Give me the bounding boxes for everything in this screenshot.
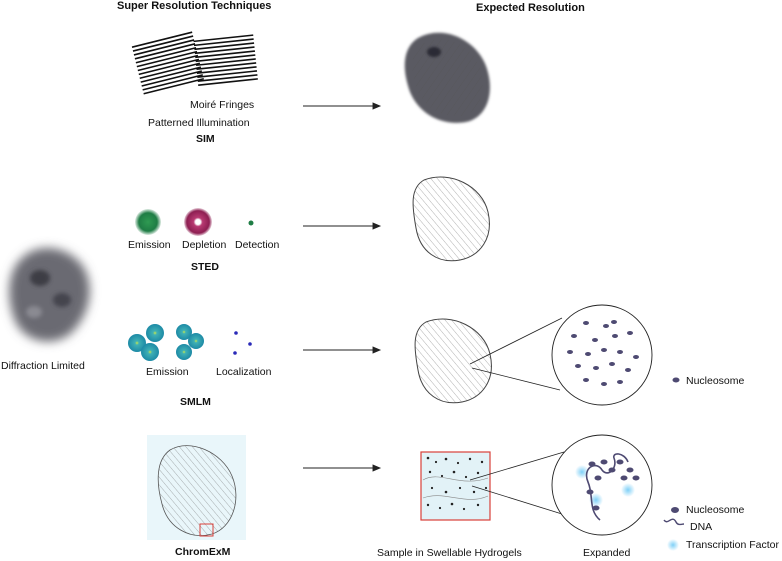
legend-dna-label: DNA	[690, 521, 713, 533]
expanded-zoom-circle	[551, 434, 653, 536]
transcription-factor-legend-icon	[667, 539, 679, 551]
sted-detection-spot	[248, 220, 254, 226]
nucleosome-legend-icon	[671, 507, 679, 513]
sted-emission-spot	[135, 209, 161, 235]
sted-result-nucleus	[412, 176, 490, 262]
diffraction-limited-label: Diffraction Limited	[1, 360, 85, 372]
sim-patterned-label: Patterned Illumination	[148, 117, 250, 129]
arrows	[303, 102, 382, 472]
dna-legend-icon	[663, 518, 685, 526]
sted-detection-label: Detection	[235, 239, 280, 251]
legend-transcription-factor-label: Transcription Factor	[686, 539, 779, 551]
smlm-title: SMLM	[180, 396, 211, 408]
smlm-result-nucleus	[414, 318, 492, 404]
chromexm-sample-panel	[147, 435, 246, 540]
expanded-label: Expanded	[583, 547, 631, 559]
sted-depletion-spot	[184, 208, 212, 236]
legend-nucleosome-label: Nucleosome	[686, 504, 745, 516]
smlm-emission-label: Emission	[146, 366, 189, 378]
sim-title: SIM	[196, 133, 215, 145]
nucleosome-label-smlm: Nucleosome	[686, 375, 745, 387]
smlm-zoom-lines	[469, 317, 563, 391]
nucleosome-legend-icon-smlm	[672, 377, 680, 383]
smlm-localization-label: Localization	[216, 366, 272, 378]
sted-depletion-label: Depletion	[182, 239, 227, 251]
chromexm-title: ChromExM	[175, 546, 231, 558]
chromexm-region-box	[199, 523, 214, 537]
sim-moire-label: Moiré Fringes	[190, 99, 255, 111]
sted-emission-label: Emission	[128, 239, 171, 251]
hydrogel-label: Sample in Swellable Hydrogels	[377, 547, 522, 559]
chromexm-zoom-lines	[469, 451, 565, 515]
sted-title: STED	[191, 261, 220, 273]
smlm-zoom-circle	[551, 304, 653, 406]
header-expected-resolution: Expected Resolution	[476, 2, 585, 14]
hydrogel-sample-box	[420, 451, 491, 521]
sim-moire-stripes	[131, 30, 258, 98]
smlm-emission-spots	[128, 324, 204, 361]
diffraction-limited-nucleus-image	[9, 247, 90, 342]
sim-result-nucleus	[404, 32, 490, 123]
smlm-localization-points	[233, 331, 252, 355]
header-super-resolution-techniques: Super Resolution Techniques	[117, 0, 272, 12]
